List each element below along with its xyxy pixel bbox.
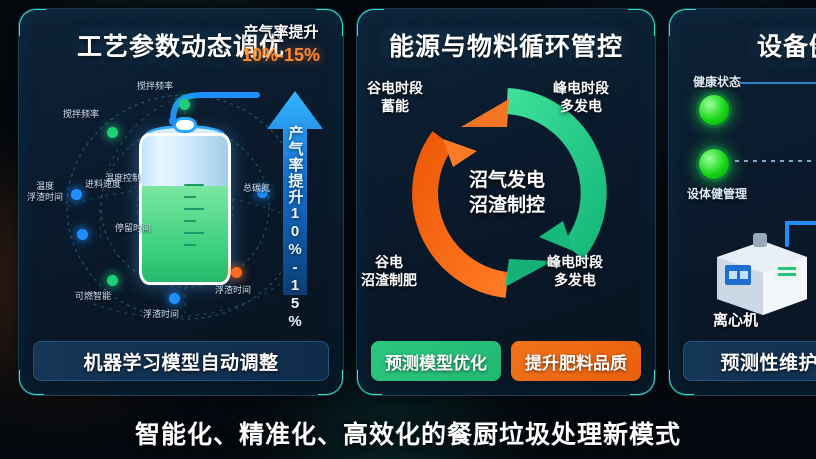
centrifuge-illustration	[707, 233, 816, 322]
device-health-led	[699, 149, 729, 179]
gas-yield-metric: 产气率提升 10%-15%	[225, 21, 337, 66]
arrow-up-icon	[267, 91, 323, 295]
radar-label-5: 进料速度	[85, 179, 122, 189]
panel-1-footer: 机器学习模型自动调整	[33, 341, 329, 381]
radar-label-8: 浮渣时间	[143, 309, 180, 319]
radar-label-1: 搅拌频率	[137, 81, 174, 91]
radar-label-9: 浮渣时间	[215, 285, 252, 295]
equipment-label-centrifuge: 离心机	[713, 312, 759, 329]
digester-tank-illustration	[139, 117, 231, 291]
radar-node-3	[71, 189, 82, 200]
metric-label: 产气率提升	[243, 24, 319, 41]
equipment-connector-svg	[735, 82, 816, 247]
cycle-label-bottom-left: 谷电 沼渣制肥	[361, 254, 417, 288]
equipment-label-device-management: 设体健管理	[687, 187, 748, 201]
circular-cycle-diagram: 沼气发电 沼渣制控 谷电时段 蓄能 峰电时段 多发电 谷电 沼渣制肥 峰电时段 …	[357, 55, 655, 331]
tank-liquid	[142, 186, 228, 282]
equipment-label-health-status: 健康状态	[693, 75, 742, 89]
health-status-led	[699, 95, 729, 125]
radar-label-7: 可燃智能	[75, 291, 112, 301]
cycle-arrows-svg	[412, 88, 607, 298]
radar-node-1	[179, 99, 190, 110]
panel-process-optimization: 工艺参数动态调优	[18, 8, 344, 396]
tank-body	[139, 133, 231, 285]
radar-node-5	[107, 275, 118, 286]
radar-label-10: 总碳氮	[243, 183, 271, 193]
chip-prediction-model[interactable]: 预测模型优化	[371, 341, 501, 381]
radar-diagram: 搅拌频率 搅拌频率 温度控制 温度 浮渣时间 进料速度 停留时间 可燃智能 浮渣…	[19, 61, 343, 341]
cycle-center-text: 沼气发电 沼渣制控	[468, 170, 546, 216]
cycle-label-bottom-right: 峰电时段 多发电	[547, 254, 603, 288]
centrifuge-icon	[717, 233, 807, 315]
panel-3-title: 设备健康管理	[757, 33, 816, 61]
cycle-label-top-left: 谷电时段 蓄能	[367, 80, 423, 114]
panel-2-footer: 预测模型优化 提升肥料品质	[371, 341, 641, 381]
panel-3-footer: 预测性维护与远程运维	[683, 341, 816, 381]
radar-label-3: 温度控制	[105, 173, 142, 183]
metric-value: 10%-15%	[241, 45, 321, 65]
bottom-caption: 智能化、精准化、高效化的餐厨垃圾处理新模式	[134, 421, 681, 449]
tank-scale-marks	[184, 184, 204, 258]
cycle-label-top-right: 峰电时段 多发电	[553, 80, 609, 114]
chip-fertilizer-quality[interactable]: 提升肥料品质	[511, 341, 641, 381]
panel-2-title: 能源与物料循环管控	[388, 33, 623, 61]
radar-label-2: 搅拌频率	[63, 109, 100, 119]
radar-node-2	[107, 127, 118, 138]
radar-node-6	[169, 293, 180, 304]
tank-inlet-port	[173, 117, 197, 133]
radar-node-8	[257, 187, 268, 198]
radar-label-6: 停留时间	[115, 223, 152, 233]
arrow-vertical-text: 产气率提升10%-15%	[286, 125, 304, 331]
panel-equipment-health: 设备健康管理 健康状态 设体健管理 离心机 泵	[668, 8, 816, 396]
radar-node-7	[231, 267, 242, 278]
radar-label-4: 温度 浮渣时间	[27, 181, 64, 202]
radar-node-4	[77, 229, 88, 240]
gas-yield-arrow: 产气率提升10%-15%	[265, 89, 325, 331]
panel-energy-material-cycle: 能源与物料循环管控	[356, 8, 656, 396]
panel-1-title: 工艺参数动态调优	[76, 33, 285, 61]
